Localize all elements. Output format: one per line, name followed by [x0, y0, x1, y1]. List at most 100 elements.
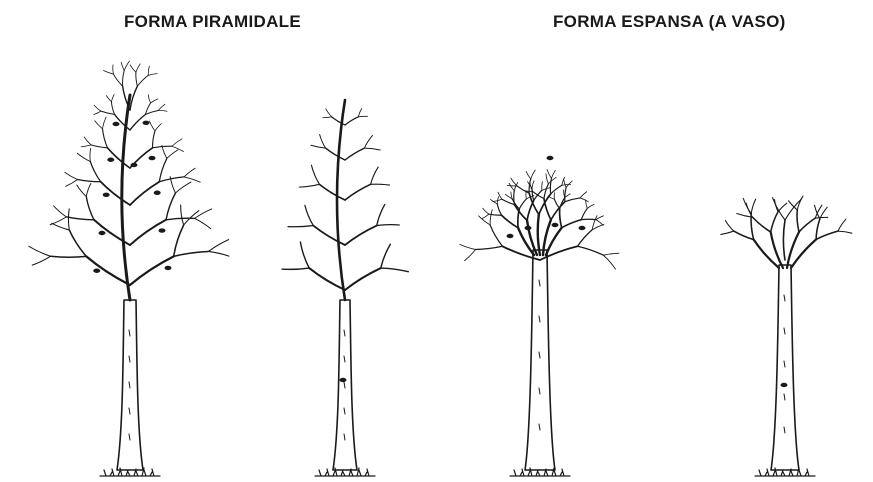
branch	[77, 185, 87, 197]
branch	[69, 230, 86, 256]
branch	[91, 145, 108, 148]
pruning-cut	[143, 121, 150, 125]
branch	[159, 177, 184, 182]
branch	[29, 246, 51, 256]
branch	[84, 137, 91, 145]
branch	[754, 240, 779, 268]
branch	[734, 231, 754, 240]
branch	[527, 220, 537, 255]
branch	[815, 217, 828, 218]
branch	[90, 162, 100, 182]
branch	[103, 117, 107, 129]
branch	[838, 231, 852, 233]
branch	[52, 223, 70, 230]
branch	[181, 205, 184, 225]
branch	[208, 251, 228, 256]
branch	[167, 150, 178, 159]
branch	[145, 111, 158, 115]
branch	[816, 231, 838, 239]
branch	[358, 116, 367, 117]
branch	[32, 256, 50, 265]
branch	[551, 202, 565, 220]
branch	[345, 148, 364, 160]
branch	[592, 224, 604, 229]
branch	[565, 198, 580, 202]
branch	[532, 181, 534, 188]
branch	[483, 208, 489, 214]
branch	[106, 96, 111, 102]
branch	[381, 244, 391, 268]
branch	[546, 174, 548, 184]
pruning-cut	[781, 383, 788, 387]
branch	[603, 255, 615, 269]
branch	[305, 205, 313, 225]
branch	[519, 199, 526, 209]
branch	[554, 199, 559, 208]
branch	[538, 215, 540, 255]
pruning-cut	[131, 163, 138, 167]
branch	[174, 251, 209, 256]
branch	[149, 121, 155, 131]
branch	[498, 192, 502, 199]
branch	[560, 209, 562, 228]
branch	[313, 226, 345, 245]
branch	[86, 184, 91, 197]
branch	[587, 204, 594, 208]
branch	[111, 102, 114, 115]
branch	[371, 167, 379, 184]
branch	[137, 75, 148, 86]
branch	[299, 184, 319, 187]
branch	[323, 117, 332, 118]
branch	[725, 221, 733, 231]
branch	[562, 184, 571, 185]
branch	[603, 253, 619, 255]
branch	[158, 111, 167, 112]
branch	[517, 186, 529, 193]
branch	[785, 199, 802, 220]
branch	[751, 199, 756, 214]
branch	[123, 71, 125, 87]
branch	[514, 191, 515, 205]
branch	[578, 230, 593, 247]
tree-pyramidal-full	[29, 61, 229, 476]
branch	[838, 219, 846, 231]
branch	[345, 184, 371, 200]
branch	[311, 145, 326, 148]
pruning-cut	[149, 156, 156, 160]
branch	[381, 268, 409, 272]
branch	[86, 197, 94, 220]
branch	[345, 117, 358, 125]
branch	[345, 226, 377, 245]
branch	[184, 168, 195, 177]
branch	[364, 148, 380, 150]
branch	[490, 225, 502, 246]
pruning-cut	[159, 228, 166, 232]
branch	[95, 121, 103, 129]
branch	[50, 256, 86, 257]
branch	[124, 61, 129, 70]
branch	[68, 209, 69, 230]
branch	[787, 232, 799, 268]
branch	[66, 217, 94, 220]
branch	[94, 105, 101, 111]
pruning-cut	[103, 193, 110, 197]
branch	[565, 188, 566, 202]
tree-vase-pruned	[721, 196, 852, 476]
branch	[578, 246, 604, 255]
branch	[162, 146, 167, 159]
branch	[358, 109, 361, 117]
pruning-cut	[547, 156, 554, 160]
branch	[773, 198, 785, 220]
branch	[580, 198, 588, 202]
branch	[81, 145, 91, 147]
branch	[136, 64, 140, 72]
branch	[101, 111, 115, 114]
branch	[195, 218, 211, 228]
branch	[300, 242, 309, 268]
branch	[797, 210, 799, 232]
branch	[377, 225, 400, 226]
branch	[77, 153, 90, 161]
branch	[90, 148, 91, 161]
branch	[172, 139, 182, 146]
